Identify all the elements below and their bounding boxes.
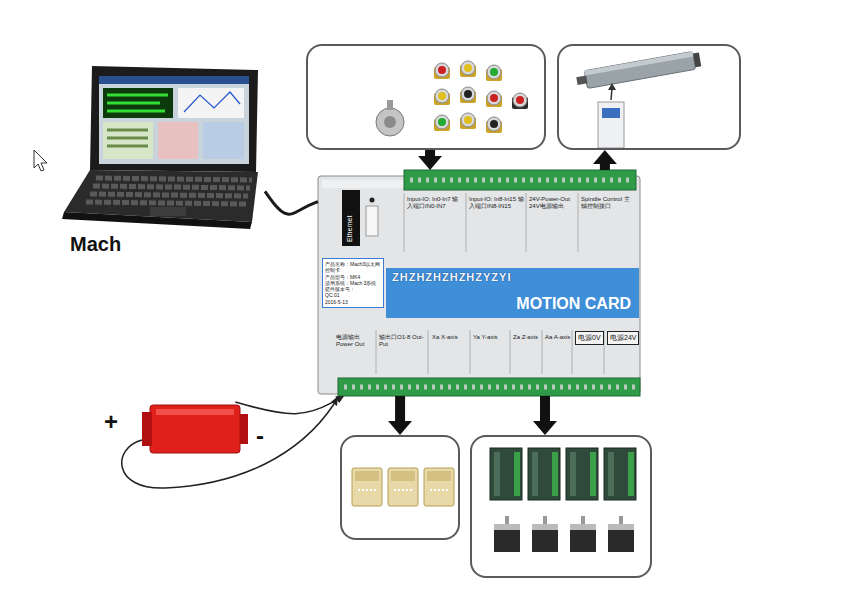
terminal-label: 24V-Power-Out 24V电源输出 [529, 196, 575, 210]
polarity-sign: + [104, 408, 118, 436]
power-terminal-label: 电源0V [575, 331, 604, 345]
polarity-sign: - [256, 422, 264, 450]
label-line: QC:01 [325, 292, 381, 298]
ethernet-cable [265, 191, 318, 214]
power-wire [122, 404, 334, 488]
drivers-motors-illustration [490, 448, 636, 552]
cursor-icon [34, 150, 47, 171]
product-label-box: 产品名称：Mach3以太网控制卡产品型号：MK4适用系统：Mach 3系统硬件版… [322, 258, 384, 308]
laptop-illustration [62, 66, 258, 229]
terminal-label: 输出口O1-8 Out-Put [379, 334, 426, 348]
spindle-inverter-illustration [575, 51, 701, 148]
label-line: 2016-5-13 [325, 299, 381, 305]
input-devices-box [306, 44, 546, 150]
terminal-label: Xa X-axis [432, 334, 468, 341]
watermark: ZHZHZHZHZHZYZYI [392, 271, 511, 283]
card-title: MOTION CARD [516, 295, 631, 313]
terminal-label: Za Z-axis [513, 334, 541, 341]
computer-node: Mach [60, 62, 265, 258]
terminal-label: 电源输出 Power Out [336, 334, 374, 348]
terminal-label: Input-IO: In8-In15 输入端口IN8-IN15 [469, 196, 524, 210]
label-line: 硬件版本号： [325, 286, 381, 292]
label-line: 适用系统：Mach 3系统 [325, 280, 381, 286]
port-label: Ethernet [346, 216, 353, 242]
flow-arrow [600, 164, 610, 170]
label-line: 产品名称：Mach3以太网控制卡 [325, 261, 381, 274]
power-terminal-label: 电源24V [607, 331, 639, 345]
power-supply: +- [142, 402, 248, 457]
flow-arrow [540, 396, 550, 421]
terminal-label: Ya Y-axis [473, 334, 508, 341]
relays-box [340, 435, 460, 540]
computer-label: Mach [70, 233, 121, 256]
power-supply-illustration [122, 396, 338, 488]
flow-arrow [395, 396, 405, 421]
spindle-box [557, 44, 741, 150]
input-switches-illustration [376, 61, 528, 136]
motion-card-illustration [318, 170, 640, 396]
relays-illustration [352, 468, 454, 506]
terminal-label: Spindle Control 主轴控制接口 [581, 196, 633, 210]
terminal-label: Aa A-axis [545, 334, 571, 341]
label-line: 产品型号：MK4 [325, 274, 381, 280]
power-wire [235, 400, 337, 414]
flow-arrow [425, 150, 435, 156]
drivers-box [470, 435, 652, 578]
terminal-label: Input-IO: In0-In7 输入端口IN0-IN7 [407, 196, 463, 210]
